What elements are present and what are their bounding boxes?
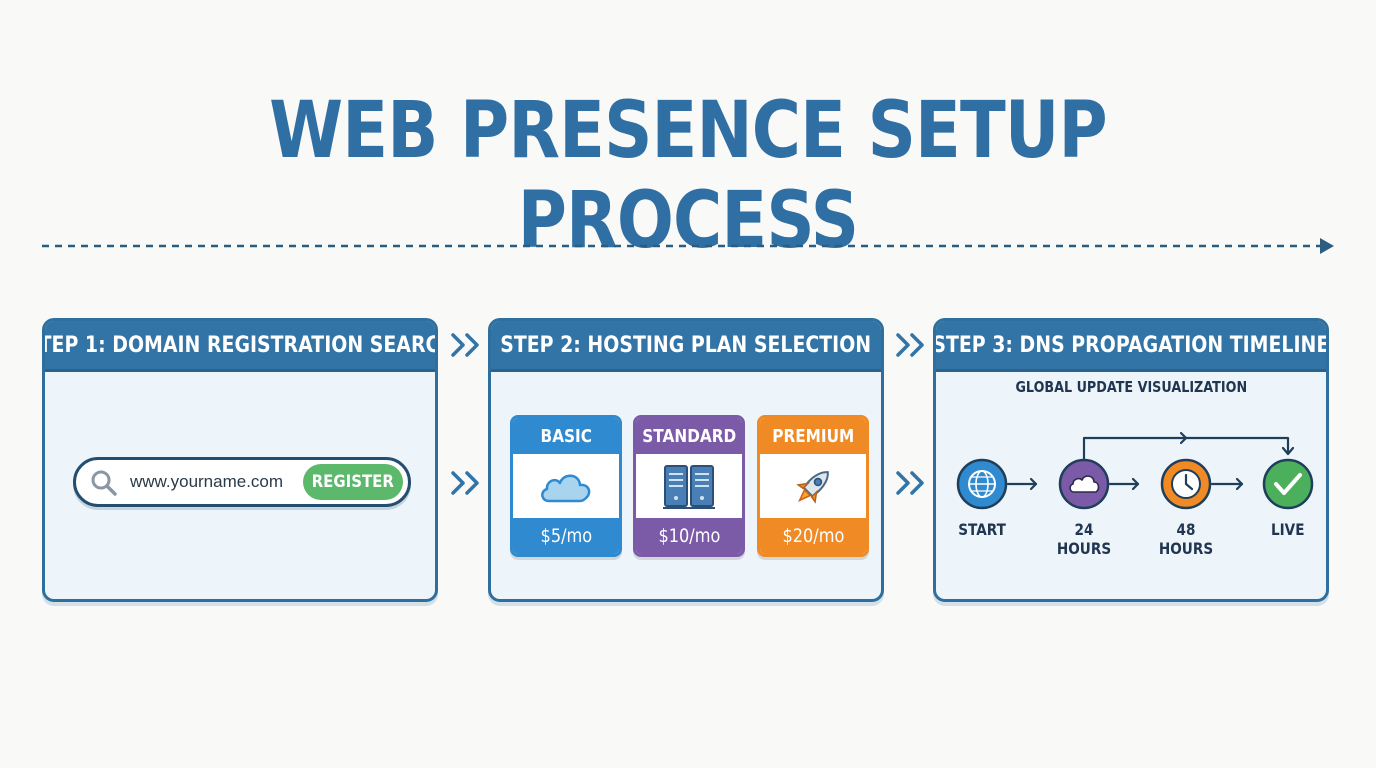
timeline-label-48h: 48 HOURS bbox=[1158, 520, 1214, 558]
timeline-subtitle: GLOBAL UPDATE VISUALIZATION bbox=[1015, 378, 1247, 396]
search-icon bbox=[91, 470, 117, 496]
domain-search-input[interactable]: www.yourname.com bbox=[130, 472, 284, 491]
plan-name: STANDARD bbox=[636, 418, 742, 454]
check-icon bbox=[1262, 458, 1314, 510]
domain-search-bar[interactable]: www.yourname.com REGISTER bbox=[73, 457, 411, 507]
process-flow-arrow bbox=[42, 238, 1334, 254]
clock-icon bbox=[1160, 458, 1212, 510]
chevron-right-icon bbox=[896, 471, 924, 495]
step-1-card: STEP 1: DOMAIN REGISTRATION SEARCH www.y… bbox=[42, 318, 438, 602]
step-3-heading: STEP 3: DNS PROPAGATION TIMELINE bbox=[936, 321, 1326, 372]
rocket-icon bbox=[796, 471, 829, 504]
timeline-connector bbox=[1006, 431, 1295, 491]
timeline-label-live: LIVE bbox=[1271, 520, 1305, 539]
plan-price: $5/mo bbox=[513, 518, 619, 554]
plan-basic-card[interactable]: BASIC $5/mo bbox=[510, 415, 622, 557]
cloud-icon bbox=[541, 474, 591, 503]
step-2-heading: STEP 2: HOSTING PLAN SELECTION bbox=[491, 321, 881, 372]
timeline-label-24h: 24 HOURS bbox=[1056, 520, 1112, 558]
plan-name: BASIC bbox=[513, 418, 619, 454]
plan-price: $20/mo bbox=[760, 518, 866, 554]
timeline-label-start: START bbox=[958, 520, 1006, 539]
page-title: WEB PRESENCE SETUP PROCESS bbox=[269, 86, 1108, 266]
plan-premium-card[interactable]: PREMIUM $20/mo bbox=[757, 415, 869, 557]
plan-price: $10/mo bbox=[636, 518, 742, 554]
server-icon bbox=[663, 465, 715, 509]
step-1-heading: STEP 1: DOMAIN REGISTRATION SEARCH bbox=[45, 321, 435, 372]
step-2-card: STEP 2: HOSTING PLAN SELECTION BASIC $5/… bbox=[488, 318, 884, 602]
chevron-right-icon bbox=[451, 471, 479, 495]
plan-name: PREMIUM bbox=[760, 418, 866, 454]
cloud-icon bbox=[1058, 458, 1110, 510]
chevron-right-icon bbox=[451, 333, 479, 357]
step-3-card: STEP 3: DNS PROPAGATION TIMELINE GLOBAL … bbox=[933, 318, 1329, 602]
plan-standard-card[interactable]: STANDARD $10/mo bbox=[633, 415, 745, 557]
propagation-timeline bbox=[956, 431, 1314, 510]
globe-icon bbox=[956, 458, 1008, 510]
chevron-right-icon bbox=[896, 333, 924, 357]
register-button[interactable]: REGISTER bbox=[303, 464, 403, 500]
